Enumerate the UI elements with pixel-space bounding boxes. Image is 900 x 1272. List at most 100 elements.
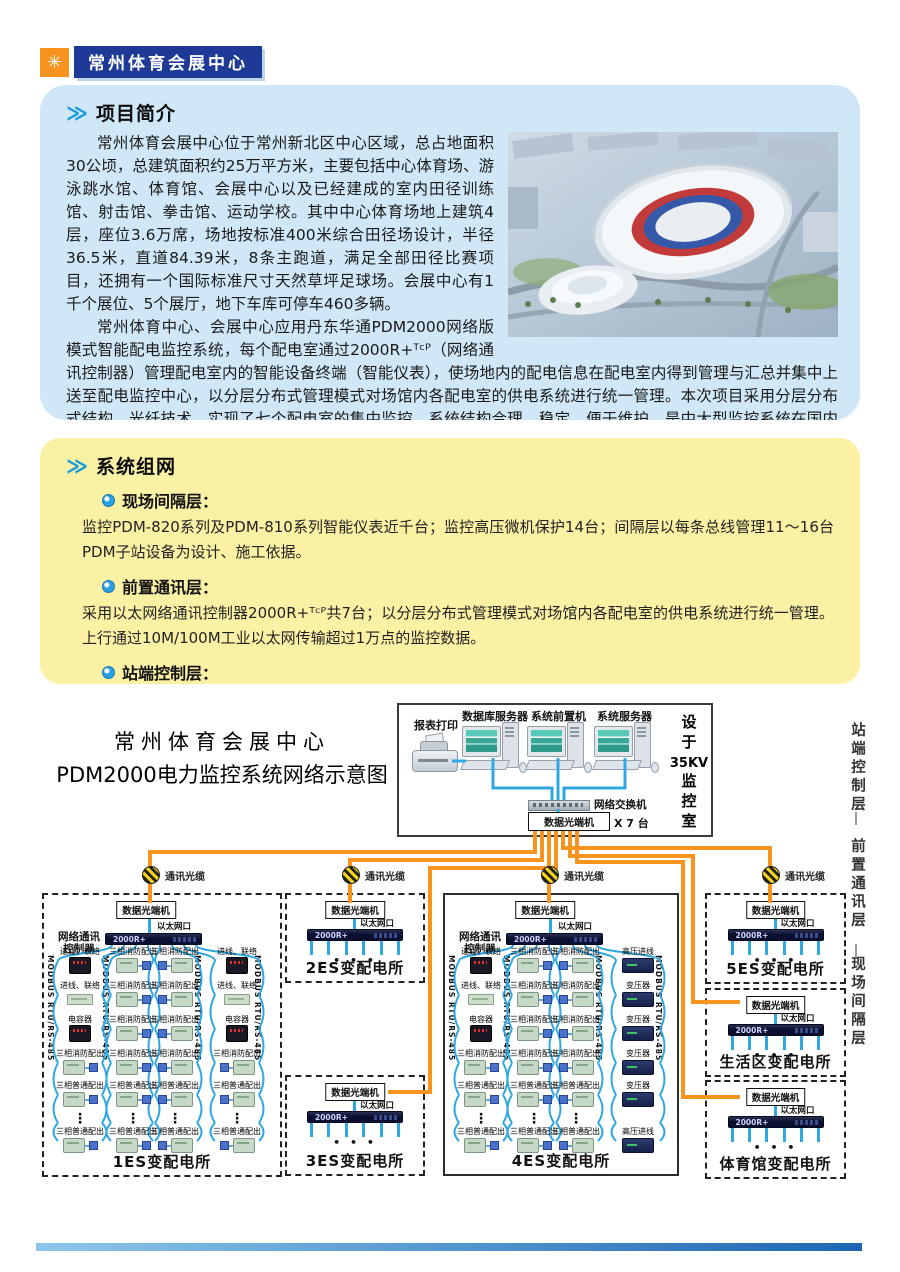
ethernet-cable <box>353 1098 356 1111</box>
bus-stub <box>800 1036 804 1050</box>
device-cell: 三相普通配出 <box>552 1081 600 1107</box>
device-label: 三相消防配出 <box>109 981 157 990</box>
device-icon-wrap <box>109 1060 157 1075</box>
ethernet-port-label: 以太网口 <box>360 1101 395 1111</box>
device-label: 三相消防配出 <box>151 1015 199 1024</box>
device-cell: 三相消防配出 <box>552 1049 600 1075</box>
ellipsis-vertical: ⋮ <box>474 1111 488 1127</box>
device-icon-wrap <box>510 1026 558 1041</box>
module-device-icon <box>157 992 193 1007</box>
device-icon-wrap <box>109 958 157 973</box>
device-icon-wrap <box>56 1025 104 1042</box>
optical-count-label: X 7 台 <box>614 817 649 830</box>
device-label: 三相普通配出 <box>457 1081 505 1090</box>
bullet-icon <box>102 579 115 593</box>
module-device-icon <box>219 1092 255 1107</box>
module-device-icon <box>558 958 594 973</box>
ethernet-port-label: 以太网口 <box>157 922 192 932</box>
module-device-icon <box>516 1060 552 1075</box>
device-icon-wrap <box>151 1060 199 1075</box>
bus-stub <box>379 1123 383 1137</box>
device-label: 进线、联络 <box>217 981 257 990</box>
flat-device-icon <box>67 994 93 1005</box>
device-label: 变压器 <box>626 1015 650 1024</box>
fiber-icon <box>142 866 160 884</box>
device-icon-wrap <box>151 1026 199 1041</box>
ethernet-port-label: 以太网口 <box>360 919 395 929</box>
device-icon-wrap <box>56 1138 104 1153</box>
device-label: 三相消防配出 <box>552 981 600 990</box>
module-device-icon <box>558 1060 594 1075</box>
substation-name: 5ES变配电所 <box>726 960 825 978</box>
device-cell: 三相消防配出 <box>151 981 199 1007</box>
device-label: 变压器 <box>626 1081 650 1090</box>
network-item: 现场间隔层： 监控PDM-820系列及PDM-810系列智能仪表近千台；监控高压… <box>82 488 834 565</box>
chevrons-icon: ≫ <box>66 100 88 125</box>
module-device-icon <box>62 1138 98 1153</box>
device-label: 三相普通配出 <box>213 1127 261 1136</box>
device-cell: 三相消防配出 <box>151 947 199 973</box>
device-label: 进线、联络 <box>60 947 100 956</box>
rack-device-icon <box>622 1026 654 1041</box>
bus-stub <box>782 1036 786 1050</box>
ethernet-port-label: 以太网口 <box>780 1014 815 1024</box>
ellipsis-vertical: ⋮ <box>73 1111 87 1127</box>
modbus-bus-label: MODBUS RTU/RS-485 <box>253 955 262 1062</box>
module-device-icon <box>115 1026 151 1041</box>
device-icon-wrap <box>614 1026 662 1041</box>
device-label: 三相普通配出 <box>151 1081 199 1090</box>
device-icon-wrap <box>457 957 505 974</box>
bus-stub <box>817 1036 821 1050</box>
device-cell: 三相普通配出 <box>213 1127 261 1153</box>
device-label: 三相普通配出 <box>552 1081 600 1090</box>
substation-name: 4ES变配电所 <box>511 1152 611 1170</box>
device-icon-wrap <box>552 1092 600 1107</box>
bus-stub <box>310 941 313 955</box>
module-device-icon <box>558 1026 594 1041</box>
device-cell: 变压器 <box>614 981 662 1007</box>
fiber-cable-tag: 通讯光缆 <box>342 866 405 884</box>
ellipsis: • • • <box>753 1141 798 1154</box>
flat-device-icon <box>224 994 250 1005</box>
device-cell: 三相普通配出 <box>56 1081 104 1107</box>
substation-name: 3ES变配电所 <box>305 1152 405 1170</box>
room-location-label: 设于 35KV 监控室 <box>669 714 709 833</box>
ellipsis-vertical: ⋮ <box>126 1111 140 1127</box>
module-device-icon <box>157 1092 193 1107</box>
meter-device-icon <box>226 1025 248 1042</box>
device-icon-wrap <box>457 1060 505 1075</box>
device-cell: 三相消防配出 <box>552 947 600 973</box>
substation-name: 1ES变配电所 <box>112 1153 212 1171</box>
device-icon-wrap <box>109 992 157 1007</box>
bus-stub <box>765 941 769 955</box>
device-icon-wrap <box>56 1060 104 1075</box>
bus-stub <box>310 1123 313 1137</box>
optical-terminal-label: 数据光端机 <box>528 812 610 831</box>
device-icon-wrap <box>109 1138 157 1153</box>
optical-terminal-label: 数据光端机 <box>745 901 806 919</box>
device-icon-wrap <box>213 957 261 974</box>
device-label: 进线、联络 <box>461 947 501 956</box>
bus-stub <box>362 941 366 955</box>
device-icon-wrap <box>109 1092 157 1107</box>
bus-stub <box>747 941 751 955</box>
bus-stub <box>730 1128 734 1142</box>
device-cell: 三相消防配出 <box>151 1049 199 1075</box>
bus-stub <box>730 1036 734 1050</box>
device-label: 变压器 <box>626 981 650 990</box>
controller-2000r-device: 2000R+ <box>727 929 824 941</box>
bus-stub <box>765 1036 769 1050</box>
device-label: 三相普通配出 <box>109 1081 157 1090</box>
module-device-icon <box>157 958 193 973</box>
device-label: 三相消防配出 <box>109 1015 157 1024</box>
bus-stub <box>817 941 821 955</box>
page-header: ✳ 常州体育会展中心 <box>40 46 262 78</box>
device-icon-wrap <box>510 1138 558 1153</box>
device-label: 电容器 <box>469 1015 493 1024</box>
fiber-icon <box>342 866 360 884</box>
modbus-bus-label: MODBUS RTU/RS-485 <box>193 955 202 1062</box>
optical-terminal-label: 数据光端机 <box>745 996 806 1014</box>
